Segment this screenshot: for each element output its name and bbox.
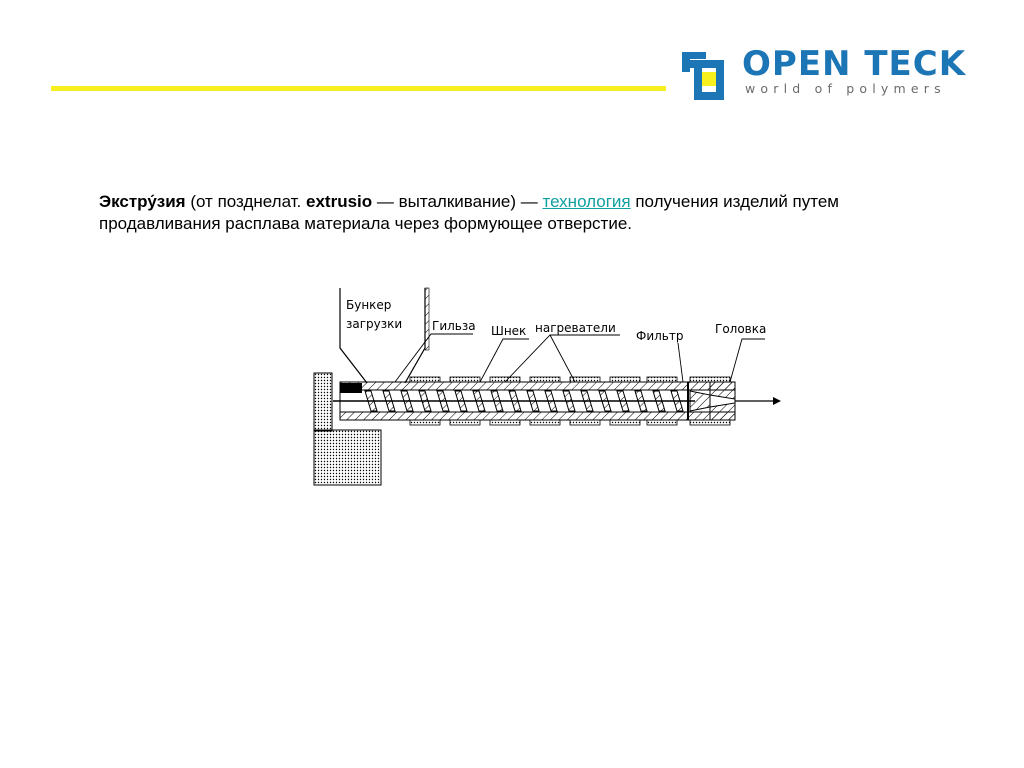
- leader-lines: [394, 333, 765, 383]
- open-teck-logo: OPEN TECK world of polymers: [680, 44, 990, 104]
- screw: [364, 390, 684, 412]
- technology-link[interactable]: технология: [542, 192, 631, 211]
- label-filter: Фильтр: [636, 329, 683, 343]
- definition-paragraph: Экстру́зия (от позднелат. extrusio — выт…: [99, 191, 939, 235]
- label-hopper-1: Бункер: [346, 298, 391, 312]
- label-screw: Шнек: [491, 324, 526, 338]
- logo-tagline: world of polymers: [745, 81, 946, 96]
- screw-drive-end: [340, 383, 362, 393]
- filter-and-die: [687, 381, 736, 421]
- logo-name: OPEN TECK: [742, 44, 967, 84]
- definition-text-3: получения изделий путем продавливания ра…: [99, 192, 839, 233]
- logo-mark-icon: [682, 52, 724, 100]
- label-heaters: нагреватели: [535, 321, 616, 335]
- hopper: [339, 287, 430, 384]
- latin-term: extrusio: [306, 192, 373, 211]
- definition-text-1: (от позднелат.: [185, 192, 307, 211]
- label-die-head: Головка: [715, 322, 766, 336]
- heaters: [409, 376, 731, 426]
- extruder-diagram: Бункер загрузки: [313, 287, 781, 486]
- output-arrow-icon: [735, 397, 781, 405]
- label-barrel: Гильза: [432, 319, 476, 333]
- definition-text-2: — выталкивание) —: [372, 192, 543, 211]
- drive-block: [313, 372, 382, 486]
- label-hopper-2: загрузки: [346, 317, 402, 331]
- term-bold: Экстру́зия: [99, 192, 186, 211]
- yellow-divider: [51, 86, 666, 91]
